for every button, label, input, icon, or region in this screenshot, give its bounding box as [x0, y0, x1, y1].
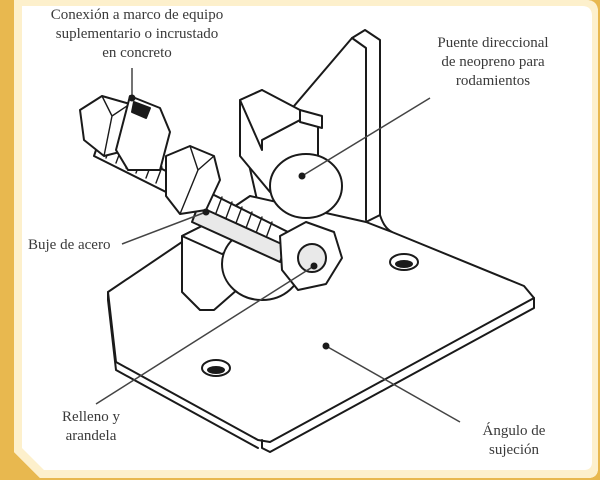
right-hex-nut-center — [297, 243, 327, 273]
mounting-hole-left-inner — [207, 366, 225, 374]
left-bolt-head-face — [101, 95, 131, 157]
leader-dot-connection — [128, 94, 136, 102]
leader-dot-filler-washer — [310, 262, 318, 270]
leader-neoprene-bridge — [301, 97, 431, 177]
label-connection: Conexión a marco de equipo suplementario… — [50, 7, 224, 61]
angle-plate-left-edge — [107, 291, 259, 449]
angle-plate-front-edge — [261, 297, 535, 453]
angle-vertical-edge — [351, 37, 367, 221]
leader-steel-bushing — [121, 211, 207, 245]
neoprene-disc-upper — [269, 153, 343, 219]
leader-clamp-angle — [325, 345, 461, 423]
mounting-hole-right-inner — [395, 260, 413, 268]
label-clamp-angle: Ángulo de sujeción — [482, 423, 546, 458]
label-filler-washer: Relleno y arandela — [62, 409, 120, 444]
middle-hex-nut-face — [179, 145, 215, 215]
label-steel-bushing: Buje de acero — [28, 237, 111, 253]
label-neoprene-bridge: Puente direccional de neopreno para roda… — [437, 35, 549, 89]
leader-dot-clamp-angle — [322, 342, 330, 350]
leader-filler-washer — [95, 265, 315, 405]
left-slot-washer — [115, 95, 171, 171]
leader-dot-steel-bushing — [202, 208, 210, 216]
neoprene-upper-lip — [299, 109, 323, 129]
left-slot-washer-groove — [131, 101, 151, 119]
leader-dot-neoprene-bridge — [298, 172, 306, 180]
